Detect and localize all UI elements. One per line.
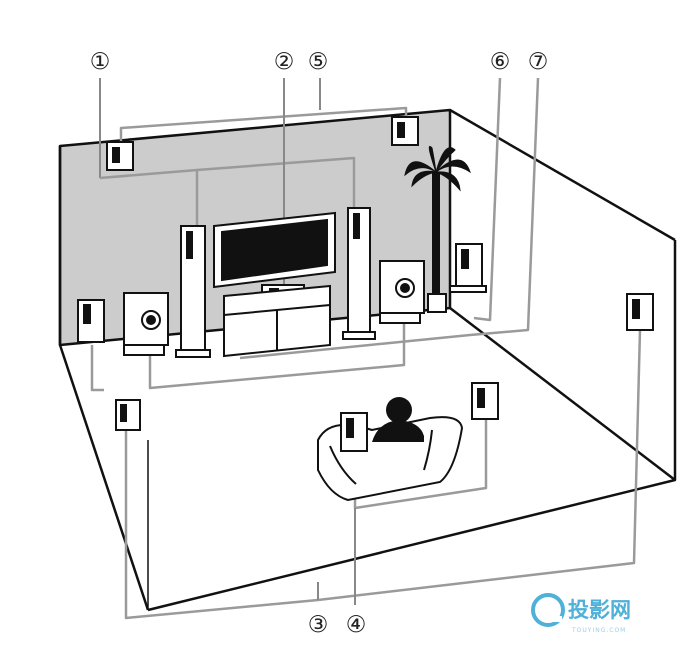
callout-7: ⑦ [528,49,549,75]
surround-speaker-right [626,293,654,331]
cable-front-left [90,345,104,392]
watermark-sub: TOUYING.COM [571,627,626,634]
callout-2: ② [274,49,295,75]
front-speaker-right [342,207,376,340]
front-speaker-left [175,225,211,358]
subwoofer-left [123,292,169,356]
presence-speaker-right [391,116,419,146]
callout-3: ③ [308,612,329,638]
watermark-logo: 投影网 TOUYING.COM [531,593,631,634]
presence-speaker-left [106,141,134,171]
palm-plant [404,146,471,313]
subwoofer-right [379,260,425,324]
callout-1: ① [90,49,111,75]
surround-speaker-left [115,399,141,431]
tv-screen [213,211,336,289]
cable-presence [119,106,408,146]
room [58,108,677,612]
rear-speaker-right [471,382,499,420]
callout-5: ⑤ [308,49,329,75]
listener-silhouette [372,397,424,442]
cable-7 [239,77,540,360]
rear-speaker-left [340,412,368,452]
cable-6 [473,77,502,322]
small-speaker-left [77,299,105,343]
av-cabinet [223,284,331,358]
callout-4: ④ [346,612,367,638]
cable-surround-right [317,329,642,602]
watermark-text: 投影网 [568,598,631,622]
cable-surround-left [124,430,319,620]
cable-front-wide-right [196,156,356,210]
watermark-ring-icon [531,593,565,627]
small-speaker-right [449,243,487,293]
ceiling-edge [449,108,676,242]
callout-6: ⑥ [490,49,511,75]
